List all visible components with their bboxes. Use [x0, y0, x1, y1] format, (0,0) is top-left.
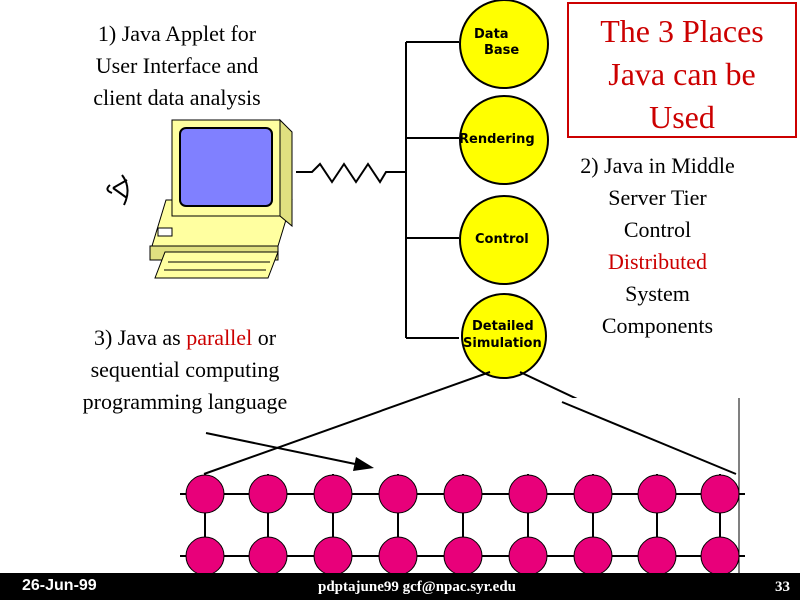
sound-icon — [106, 174, 129, 206]
footer-page-number: 33 — [775, 579, 790, 595]
mesh-node — [313, 536, 353, 576]
mesh-node — [248, 474, 288, 514]
mesh-node — [443, 536, 483, 576]
node-database: Data Base — [459, 0, 549, 89]
mesh-node — [248, 536, 288, 576]
mesh-node — [573, 536, 613, 576]
footer-bar: 26-Jun-99 pdptajune99 gcf@npac.syr.edu 3… — [0, 573, 800, 600]
title-line-3: Used — [649, 99, 715, 135]
node-simulation: Detailed Simulation — [461, 293, 547, 379]
item2-line-2: Server Tier — [608, 185, 707, 210]
item2-line-1: 2) Java in Middle — [580, 153, 735, 178]
item2-line-4: Distributed — [608, 249, 707, 274]
arrow-to-mesh — [205, 432, 374, 471]
mesh-node — [443, 474, 483, 514]
item1-text: 1) Java Applet for User Interface and cl… — [52, 18, 302, 114]
footer-center: pdptajune99 gcf@npac.syr.edu — [318, 579, 517, 595]
computer-icon — [106, 118, 293, 279]
item1-line-1: 1) Java Applet for — [97, 21, 257, 46]
item2-line-5: System — [625, 281, 690, 306]
node-simulation-label-1: Detailed — [472, 319, 534, 334]
node-rendering: Rendering — [459, 95, 549, 185]
item3-line-1-pre: 3) Java as — [93, 325, 187, 350]
node-control-label: Control — [475, 232, 529, 247]
mesh-node — [573, 474, 613, 514]
mesh-node — [508, 536, 548, 576]
node-rendering-label: Rendering — [459, 132, 535, 147]
mesh-node — [185, 474, 225, 514]
item3-text: 3) Java as parallel or sequential comput… — [30, 322, 340, 418]
node-database-label-1: Data — [474, 27, 509, 42]
mesh-node — [185, 536, 225, 576]
mesh-node — [637, 474, 677, 514]
mesh-node — [378, 474, 418, 514]
slide-title: The 3 Places Java can be Used — [567, 2, 797, 138]
item2-text: 2) Java in Middle Server Tier Control Di… — [545, 150, 770, 342]
footer-date: 26-Jun-99 — [22, 577, 97, 594]
mesh-node — [378, 536, 418, 576]
node-simulation-label-2: Simulation — [463, 336, 542, 351]
mesh-node — [508, 474, 548, 514]
mesh-node — [637, 536, 677, 576]
item3-line-1-parallel: parallel — [186, 325, 253, 350]
item3-line-2: sequential computing — [90, 357, 280, 382]
processor-mesh — [180, 474, 745, 576]
item1-line-2: User Interface and — [95, 53, 259, 78]
node-control: Control — [459, 195, 549, 285]
title-line-2: Java can be — [608, 56, 756, 92]
mesh-node — [313, 474, 353, 514]
item1-line-3: client data analysis — [93, 85, 261, 110]
item3-line-1-post: or — [252, 325, 277, 350]
item2-line-6: Components — [601, 313, 714, 338]
node-database-label-2: Base — [484, 43, 519, 58]
item2-line-3: Control — [623, 217, 692, 242]
item3-line-1: 3) Java as parallel or — [30, 322, 340, 354]
title-line-1: The 3 Places — [600, 13, 764, 49]
mesh-node — [700, 536, 740, 576]
item3-line-3: programming language — [82, 389, 288, 414]
server-bus — [405, 41, 459, 339]
mesh-node — [700, 474, 740, 514]
client-link-zigzag — [296, 162, 406, 184]
